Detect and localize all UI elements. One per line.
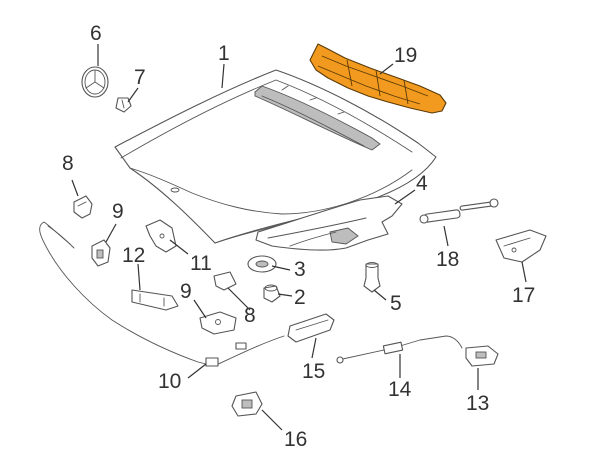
part-4-hood-insulator[interactable] <box>255 195 403 251</box>
callout-10: 10 <box>158 370 181 393</box>
callout-18: 18 <box>436 248 459 271</box>
callout-9b: 9 <box>180 280 192 303</box>
part-18-gas-spring[interactable] <box>419 198 499 224</box>
callout-8b: 8 <box>244 304 256 327</box>
part-10-release-cable[interactable] <box>39 221 285 367</box>
callout-5: 5 <box>390 292 402 315</box>
callout-6: 6 <box>90 22 102 45</box>
callout-16: 16 <box>284 428 307 451</box>
callout-12: 12 <box>122 244 145 267</box>
part-16-bracket[interactable] <box>231 391 263 417</box>
part-17-hinge[interactable] <box>495 229 547 263</box>
callout-numbers: 6 7 1 19 4 8 9 11 12 3 2 5 9 8 15 10 14 … <box>62 22 535 451</box>
part-3-grommet[interactable] <box>247 255 277 273</box>
part-8a-bracket[interactable] <box>73 195 93 219</box>
part-5-pin[interactable] <box>363 262 381 293</box>
part-12-striker-bracket[interactable] <box>131 289 179 311</box>
part-6-star-emblem[interactable] <box>81 66 109 98</box>
callout-9a: 9 <box>112 200 124 223</box>
callout-1: 1 <box>218 42 230 65</box>
callout-3: 3 <box>294 258 306 281</box>
part-9a-release-handle[interactable] <box>91 239 111 267</box>
part-15-hood-latch[interactable] <box>287 313 335 343</box>
part-2-hood-bumper[interactable] <box>263 284 281 303</box>
callout-2: 2 <box>294 286 306 309</box>
part-14-cable[interactable] <box>336 335 463 364</box>
callout-19: 19 <box>394 44 417 67</box>
part-13-lock[interactable] <box>465 345 499 367</box>
callout-11: 11 <box>190 252 212 275</box>
callout-7: 7 <box>134 66 146 89</box>
part-19-hood-seal[interactable] <box>309 43 447 114</box>
callout-17: 17 <box>512 284 535 307</box>
callout-15: 15 <box>302 360 325 383</box>
part-8b-clip[interactable] <box>213 271 237 291</box>
part-9b-lock-bracket[interactable] <box>199 311 237 335</box>
callout-8a: 8 <box>62 152 74 175</box>
callout-4: 4 <box>416 172 428 195</box>
part-7-clip[interactable] <box>115 97 132 113</box>
part-11-hood-hinge[interactable] <box>145 219 177 253</box>
callout-13: 13 <box>466 392 489 415</box>
callout-14: 14 <box>388 378 412 401</box>
leader-lines <box>71 44 527 431</box>
